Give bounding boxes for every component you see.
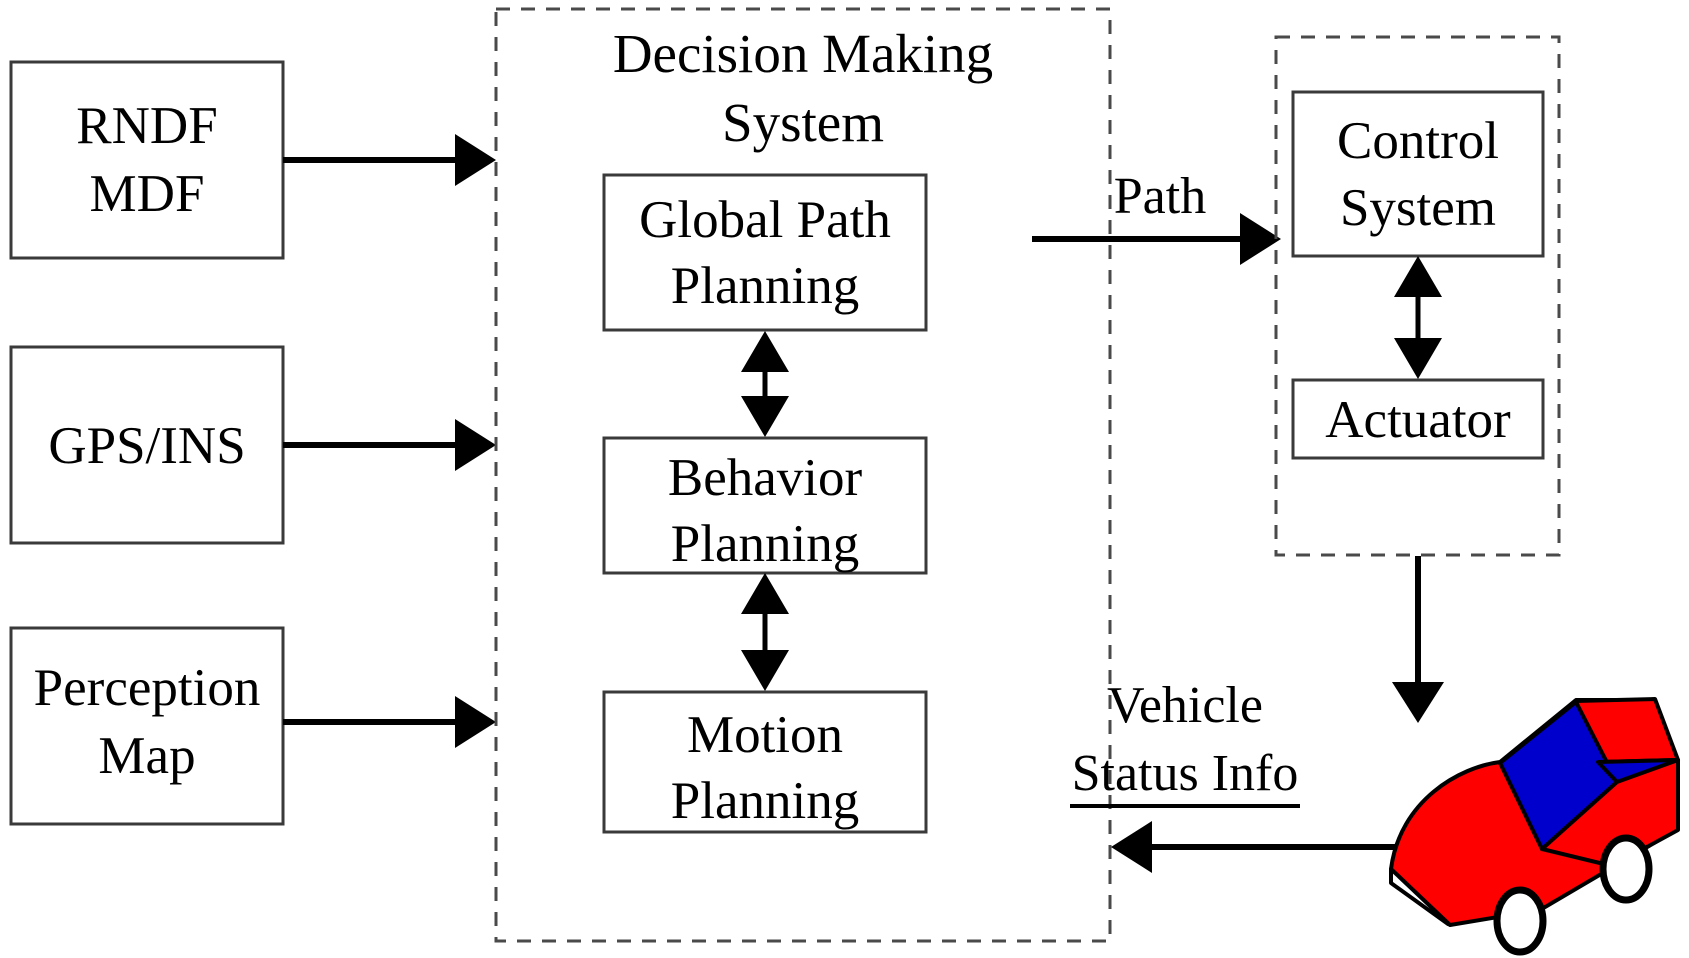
vehicle-status-label-line1: Vehicle xyxy=(1107,677,1263,734)
path-edge-label: Path xyxy=(1114,168,1206,225)
actuator-label: Actuator xyxy=(1325,391,1511,449)
motion-planning-label-line1: Motion xyxy=(687,706,843,764)
car-rear-wheel xyxy=(1599,834,1653,904)
motion-planning-box-outline xyxy=(602,690,928,834)
arrow-gpp-bp-bidirectional xyxy=(741,331,789,437)
rndf-mdf-box-outline xyxy=(9,60,285,260)
arrow-vehicle-status-to-dms: Vehicle Status Info xyxy=(1070,677,1399,873)
arrow-control-actuator-bidirectional xyxy=(1394,256,1442,379)
global-path-planning-box-outline xyxy=(602,173,928,332)
global-path-planning-label-line2: Planning xyxy=(671,257,859,315)
arrow-rndf-to-dms xyxy=(283,134,496,186)
perception-map-box-outline xyxy=(9,626,285,826)
behavior-planning-label-line2: Planning xyxy=(671,515,859,573)
arrow-gps-to-dms xyxy=(283,419,496,471)
gps-ins-label: GPS/INS xyxy=(48,417,245,475)
car-rear-panel xyxy=(1540,758,1680,868)
motion-planning-label-line2: Planning xyxy=(671,772,859,830)
control-system-box-outline xyxy=(1291,90,1545,258)
arrow-control-to-vehicle xyxy=(1392,556,1444,723)
arrow-bp-mp-bidirectional xyxy=(741,573,789,691)
input-box-perception-map[interactable]: Perception Map xyxy=(9,626,285,826)
actuator-box-outline xyxy=(1291,378,1545,460)
module-actuator[interactable]: Actuator xyxy=(1291,378,1545,460)
global-path-planning-label-line1: Global Path xyxy=(639,191,891,249)
module-behavior-planning[interactable]: Behavior Planning xyxy=(602,436,928,575)
decision-making-system-title-line2: System xyxy=(722,92,884,153)
control-system-label-line2: System xyxy=(1340,179,1496,237)
behavior-planning-box-outline xyxy=(602,436,928,575)
car-front-wheel xyxy=(1493,886,1547,956)
arrow-path-dms-to-control: Path xyxy=(1032,168,1281,265)
decision-making-system-title-line1: Decision Making xyxy=(613,23,993,84)
module-control-system[interactable]: Control System xyxy=(1291,90,1545,258)
module-motion-planning[interactable]: Motion Planning xyxy=(602,690,928,834)
arrow-perception-to-dms xyxy=(283,696,496,748)
perception-map-label-line2: Map xyxy=(98,727,195,785)
input-box-rndf-mdf[interactable]: RNDF MDF xyxy=(9,60,285,260)
perception-map-label-line1: Perception xyxy=(34,659,261,717)
vehicle-status-label-line2: Status Info xyxy=(1072,745,1299,802)
decision-making-system-container xyxy=(494,7,1112,943)
rndf-mdf-label-line1: RNDF xyxy=(76,97,217,155)
module-global-path-planning[interactable]: Global Path Planning xyxy=(602,173,928,332)
behavior-planning-label-line1: Behavior xyxy=(668,449,863,507)
input-box-gps-ins[interactable]: GPS/INS xyxy=(9,345,285,545)
rndf-mdf-label-line2: MDF xyxy=(90,165,205,223)
control-system-label-line1: Control xyxy=(1337,112,1499,170)
vehicle-car-icon xyxy=(1389,697,1680,956)
